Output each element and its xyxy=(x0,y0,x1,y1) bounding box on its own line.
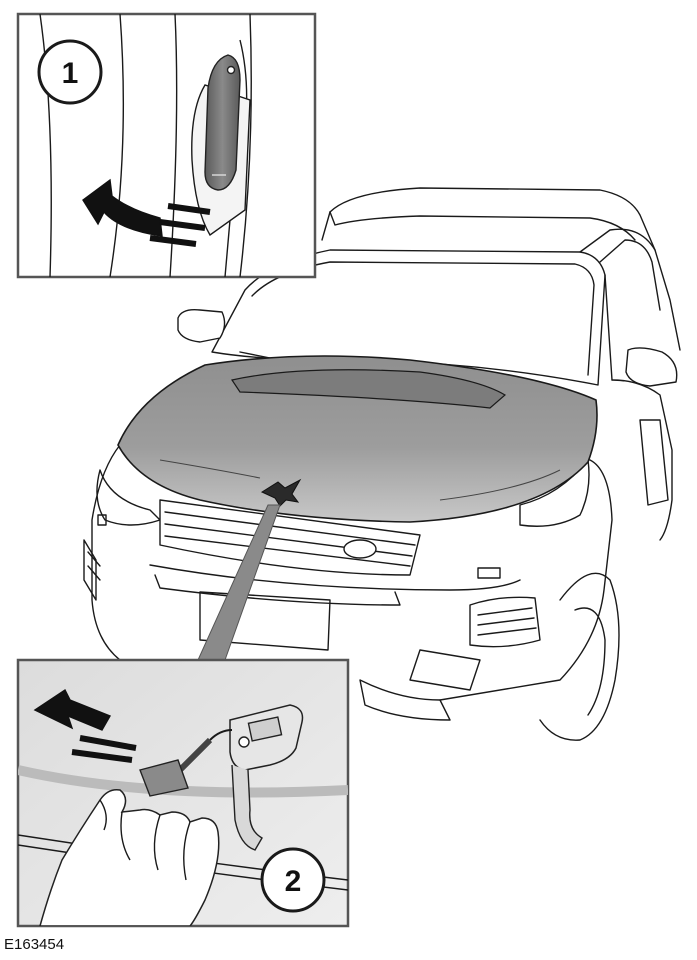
detail-panel-1: 1 xyxy=(16,12,317,279)
arrow-up-icon xyxy=(82,178,163,237)
callout-1-number: 1 xyxy=(62,57,79,90)
vehicle-illustration xyxy=(83,187,681,741)
right-mirror xyxy=(625,347,678,387)
left-mirror xyxy=(177,308,226,343)
figure-reference-code: E163454 xyxy=(4,936,65,953)
callout-2-circle xyxy=(260,847,326,913)
callout-2-number: 2 xyxy=(285,865,302,898)
callout-1-circle xyxy=(37,39,103,105)
right-headlight xyxy=(519,459,590,527)
bonnet-catch-icon xyxy=(260,478,302,507)
grille-badge xyxy=(343,539,377,559)
lever-icon xyxy=(204,54,241,191)
detail-panel-2: 2 xyxy=(16,658,350,928)
left-headlight xyxy=(96,469,161,526)
bonnet xyxy=(117,355,598,523)
